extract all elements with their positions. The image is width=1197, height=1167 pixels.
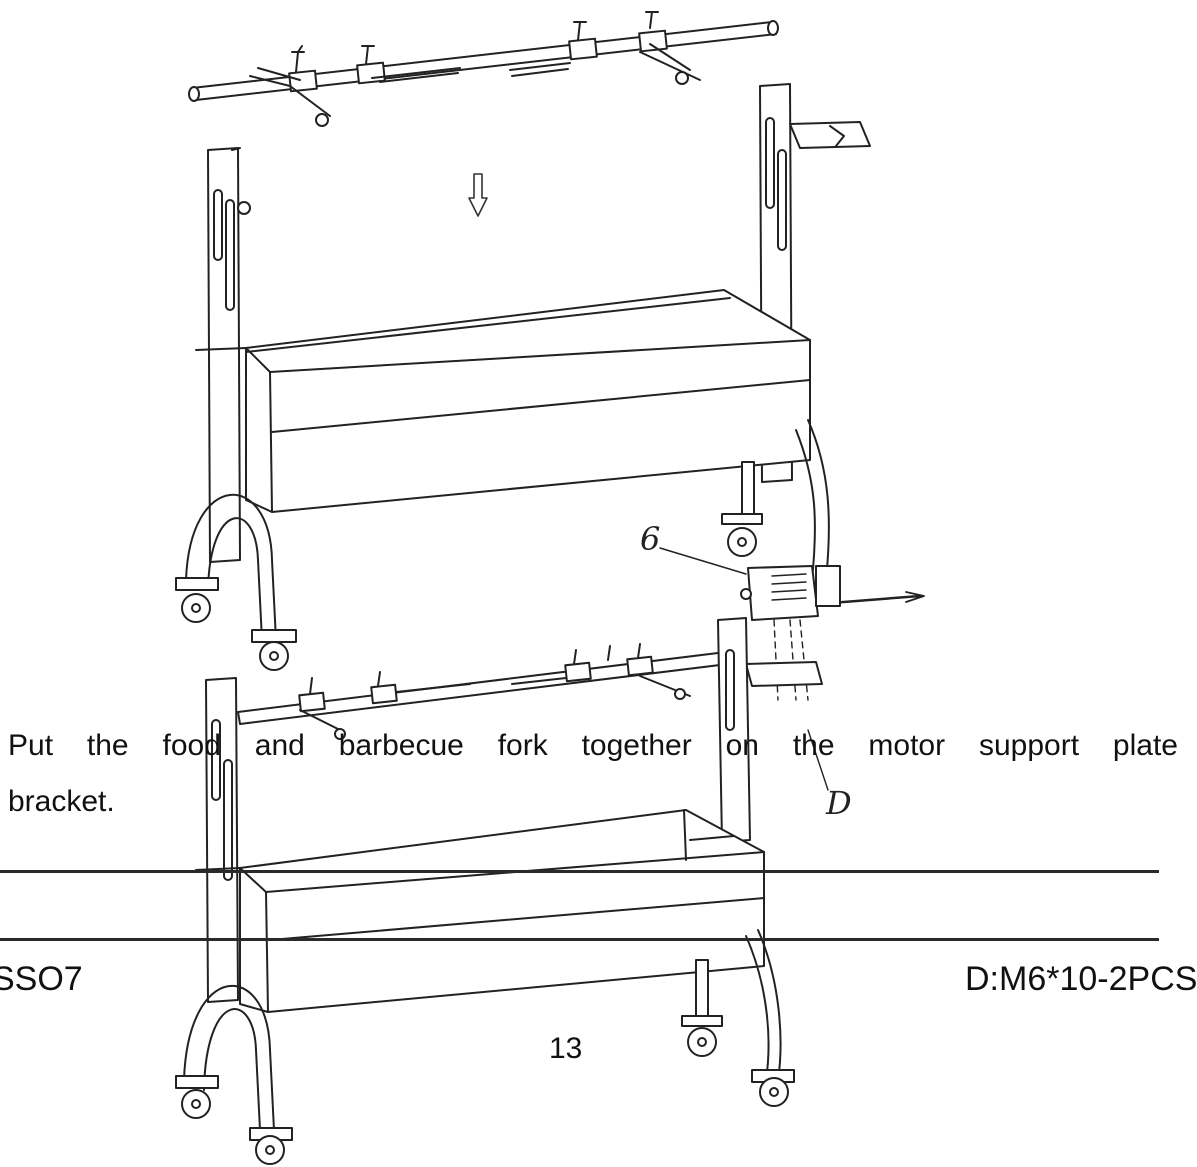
grill-frame-upper: [185, 83, 871, 641]
footer-divider: [0, 938, 1159, 941]
motor-drawing: [659, 547, 925, 791]
wheel-drawing: [175, 527, 757, 671]
callout-motor: 6: [640, 520, 661, 558]
part-code: D:M6*10-2PCS: [965, 960, 1197, 998]
callout-screw: D: [826, 784, 852, 822]
spit-rod-lower: [237, 643, 823, 740]
header-divider: [0, 870, 1159, 873]
model-code: SSO7: [0, 960, 83, 998]
down-arrow-icon: [468, 173, 488, 217]
page-number: 13: [549, 1032, 583, 1065]
instruction-line-2: bracket.: [8, 785, 115, 818]
assembly-diagram: [175, 11, 925, 1165]
grill-frame-lower: [175, 617, 795, 1165]
spit-rod-top: [188, 11, 779, 127]
instruction-line-1: Put the food and barbecue fork together …: [8, 729, 1178, 762]
instruction-text: Put the food and barbecue fork together …: [8, 718, 1178, 830]
